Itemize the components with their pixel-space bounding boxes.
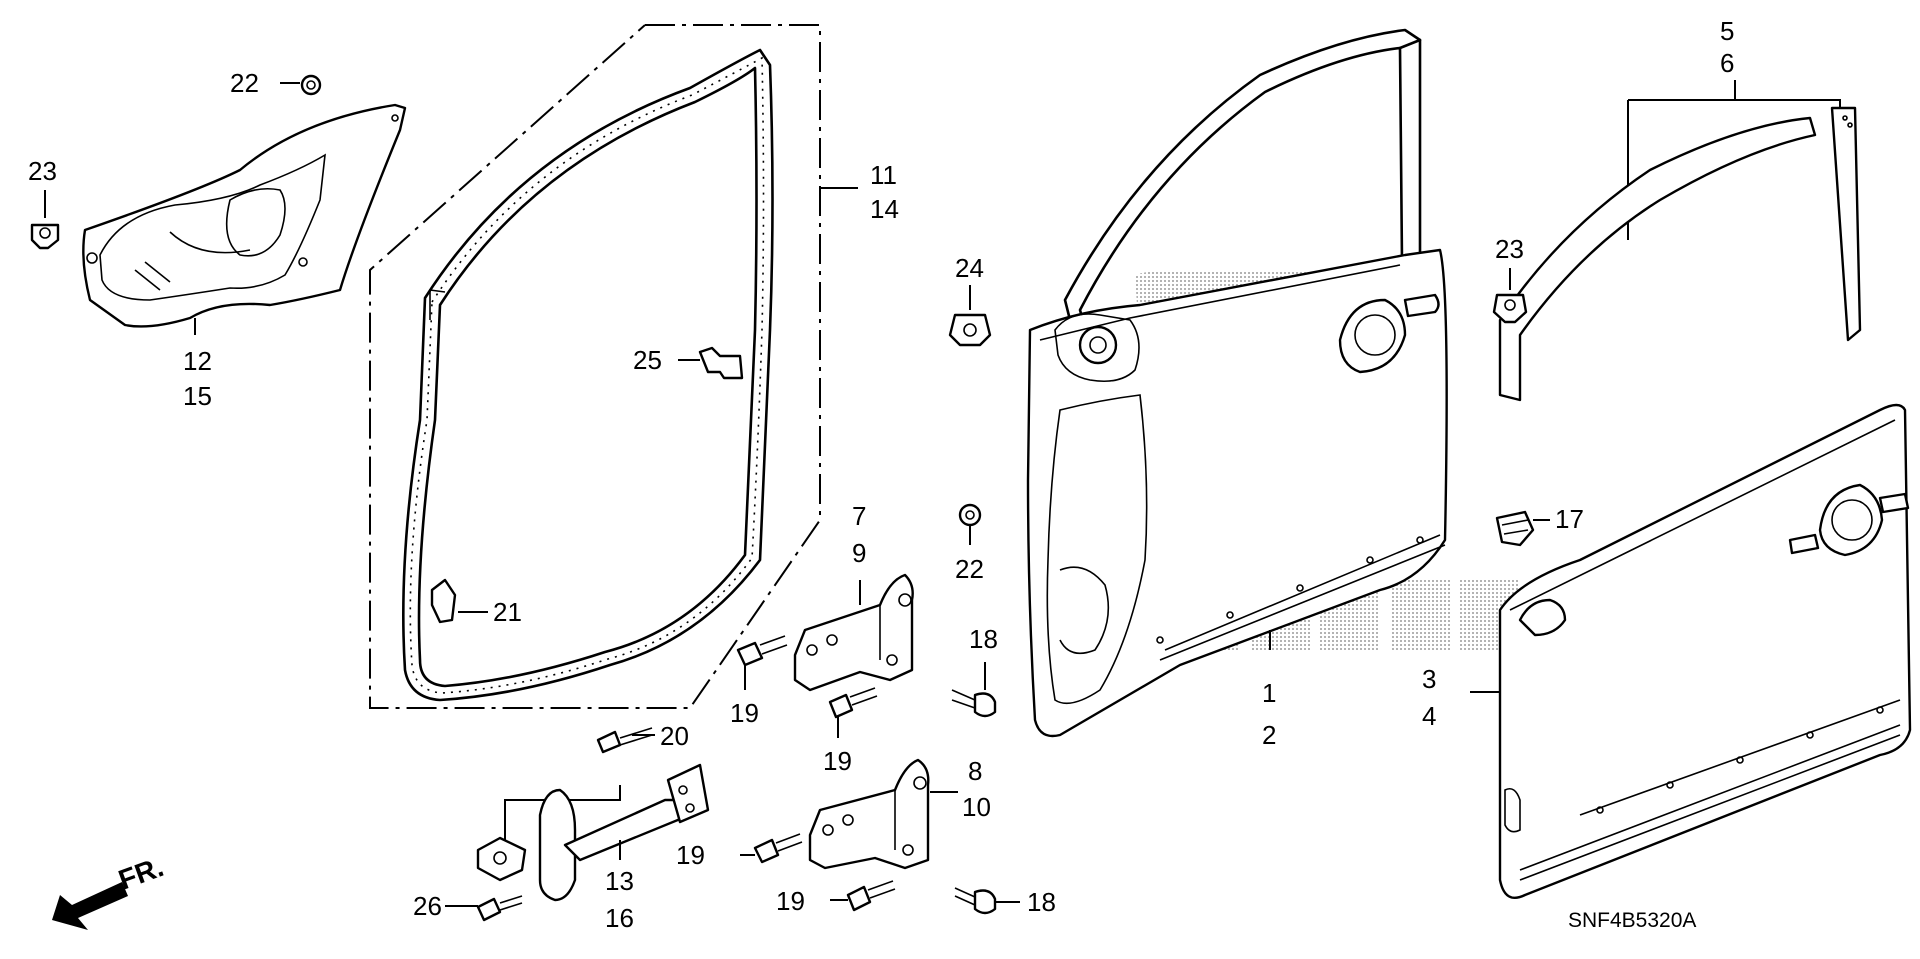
callout-18-a: 18 xyxy=(969,624,998,654)
callout-26: 26 xyxy=(413,891,442,921)
callout-19-b: 19 xyxy=(823,746,852,776)
callout-16: 16 xyxy=(605,903,634,933)
callout-19-d: 19 xyxy=(776,886,805,916)
callout-9: 9 xyxy=(852,538,866,568)
callout-13: 13 xyxy=(605,866,634,896)
nut-22-upper-left xyxy=(280,74,322,96)
upper-hinge xyxy=(793,573,914,692)
callout-14: 14 xyxy=(870,194,899,224)
nut-22-middle xyxy=(958,503,982,545)
callout-22-middle: 22 xyxy=(955,554,984,584)
callout-19-c: 19 xyxy=(676,840,705,870)
callout-4: 4 xyxy=(1422,701,1436,731)
callout-23-right: 23 xyxy=(1495,234,1524,264)
bolt-19c xyxy=(740,833,803,864)
clip-25 xyxy=(678,346,744,380)
front-direction-arrow: FR. xyxy=(52,851,167,930)
callout-12: 12 xyxy=(183,346,212,376)
front-label: FR. xyxy=(114,851,167,896)
bolt-26 xyxy=(476,895,523,922)
clip-17 xyxy=(1495,510,1550,547)
grommet-24 xyxy=(948,285,992,347)
clip-23-right xyxy=(1492,268,1528,324)
door-water-shield xyxy=(82,103,407,335)
diagram-code: SNF4B5320A xyxy=(1568,909,1696,932)
callout-labels: 22 23 12 15 11 14 25 21 24 22 7 9 19 19 … xyxy=(28,16,1734,933)
bolt-19b xyxy=(828,687,878,738)
door-checker xyxy=(476,763,710,902)
callout-7: 7 xyxy=(852,501,866,531)
callout-1: 1 xyxy=(1262,678,1276,708)
clip-21 xyxy=(430,578,488,624)
bolt-19d xyxy=(830,880,896,912)
callout-8: 8 xyxy=(968,756,982,786)
callout-5: 5 xyxy=(1720,16,1734,46)
callout-6: 6 xyxy=(1720,48,1734,78)
bolt-18b xyxy=(954,887,1020,915)
clip-23-left xyxy=(30,190,60,250)
door-outer-skin xyxy=(1470,403,1912,900)
callout-24: 24 xyxy=(955,253,984,283)
callout-15: 15 xyxy=(183,381,212,411)
front-door-shell xyxy=(1026,28,1448,738)
callout-17: 17 xyxy=(1555,504,1584,534)
callout-11: 11 xyxy=(870,160,897,190)
callout-21: 21 xyxy=(493,597,522,627)
callout-18-b: 18 xyxy=(1027,887,1056,917)
callout-10: 10 xyxy=(962,792,991,822)
callout-22-upper-left: 22 xyxy=(230,68,259,98)
bolt-18a xyxy=(951,662,997,718)
callout-3: 3 xyxy=(1422,664,1436,694)
door-weatherstrip xyxy=(369,24,858,709)
callout-23-left: 23 xyxy=(28,156,57,186)
callout-20: 20 xyxy=(660,721,689,751)
bolt-19a xyxy=(736,635,788,690)
lower-hinge xyxy=(808,758,958,870)
sash-molding xyxy=(1498,80,1862,402)
callout-19-a: 19 xyxy=(730,698,759,728)
callout-25: 25 xyxy=(633,345,662,375)
bolt-20 xyxy=(596,727,655,754)
callout-2: 2 xyxy=(1262,720,1276,750)
